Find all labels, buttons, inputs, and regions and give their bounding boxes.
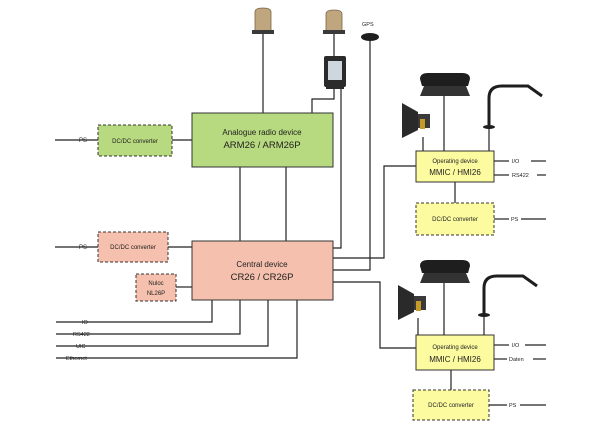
op-lower-model: MMIC / HMI26	[429, 355, 481, 364]
gps-receiver-icon	[324, 56, 346, 89]
speaker-icon-lower	[398, 285, 426, 320]
ps-top-label: PS	[79, 138, 87, 144]
op-upper-rs422-label: RS422	[512, 173, 529, 179]
converter-mid-left-label: DC/DC converter	[110, 245, 156, 251]
operating-device-upper: Operating device MMIC / HMI26	[415, 150, 495, 183]
ethernet-line	[56, 300, 298, 359]
nuloc-title: Nuloc	[148, 281, 163, 287]
ps-mid-label: PS	[79, 245, 87, 251]
analogue-title: Analogue radio device	[222, 128, 302, 137]
converter-top-left: DC/DC converter	[97, 124, 173, 157]
op-lower-title: Operating device	[432, 345, 478, 351]
connection-lines	[55, 34, 546, 406]
nuloc-model: NL26P	[147, 291, 165, 297]
op-lower-io-label: I/O	[512, 343, 520, 349]
converter-right-lower-label: DC/DC converter	[428, 403, 474, 409]
nuloc-device: Nuloc NL26P	[135, 273, 177, 302]
gooseneck-microphone-icon	[483, 84, 543, 129]
uic-line	[56, 300, 269, 347]
port-uic-label: UIC	[76, 344, 86, 350]
converter-right-lower: DC/DC converter	[412, 389, 490, 421]
gps-antenna-icon	[323, 9, 345, 34]
gooseneck-microphone-icon-lower	[478, 274, 538, 317]
converter-right-upper-label: DC/DC converter	[432, 217, 478, 223]
receiver-analogue-link	[311, 87, 335, 113]
converter-top-left-label: DC/DC converter	[112, 139, 158, 145]
antenna-icon	[252, 7, 274, 34]
op-upper-io-label: I/O	[512, 159, 520, 165]
rs422-line	[56, 300, 241, 335]
bottom-port-labels: IO RS422 UIC Ethernet	[66, 320, 90, 362]
converter-mid-left: DC/DC converter	[97, 231, 169, 263]
speaker-icon	[402, 103, 430, 138]
central-op-upper-link	[333, 165, 416, 259]
io-line	[56, 300, 213, 323]
gps-puck-icon	[361, 33, 379, 41]
handset-icon-lower	[420, 260, 470, 283]
op-upper-ps-label: PS	[511, 217, 519, 223]
operating-device-lower: Operating device MMIC / HMI26	[415, 334, 495, 371]
receiver-central-link	[333, 87, 342, 249]
gps-central-link	[333, 40, 371, 271]
central-model: CR26 / CR26P	[231, 272, 294, 283]
handset-icon	[420, 73, 470, 96]
converter-right-upper: DC/DC converter	[415, 202, 495, 236]
port-rs422-label: RS422	[73, 332, 90, 338]
central-device: Central device CR26 / CR26P	[191, 240, 334, 301]
gps-label: GPS	[362, 22, 374, 28]
op-lower-daten-label: Daten	[509, 357, 524, 363]
central-title: Central device	[236, 260, 288, 269]
analogue-model: ARM26 / ARM26P	[223, 140, 300, 151]
op-upper-title: Operating device	[432, 159, 478, 165]
port-ethernet-label: Ethernet	[66, 356, 87, 362]
central-op-lower-link	[333, 281, 416, 349]
op-lower-ps-label: PS	[509, 403, 517, 409]
port-io-label: IO	[82, 320, 89, 326]
op-upper-model: MMIC / HMI26	[429, 168, 481, 177]
analogue-radio-device: Analogue radio device ARM26 / ARM26P	[191, 112, 334, 168]
